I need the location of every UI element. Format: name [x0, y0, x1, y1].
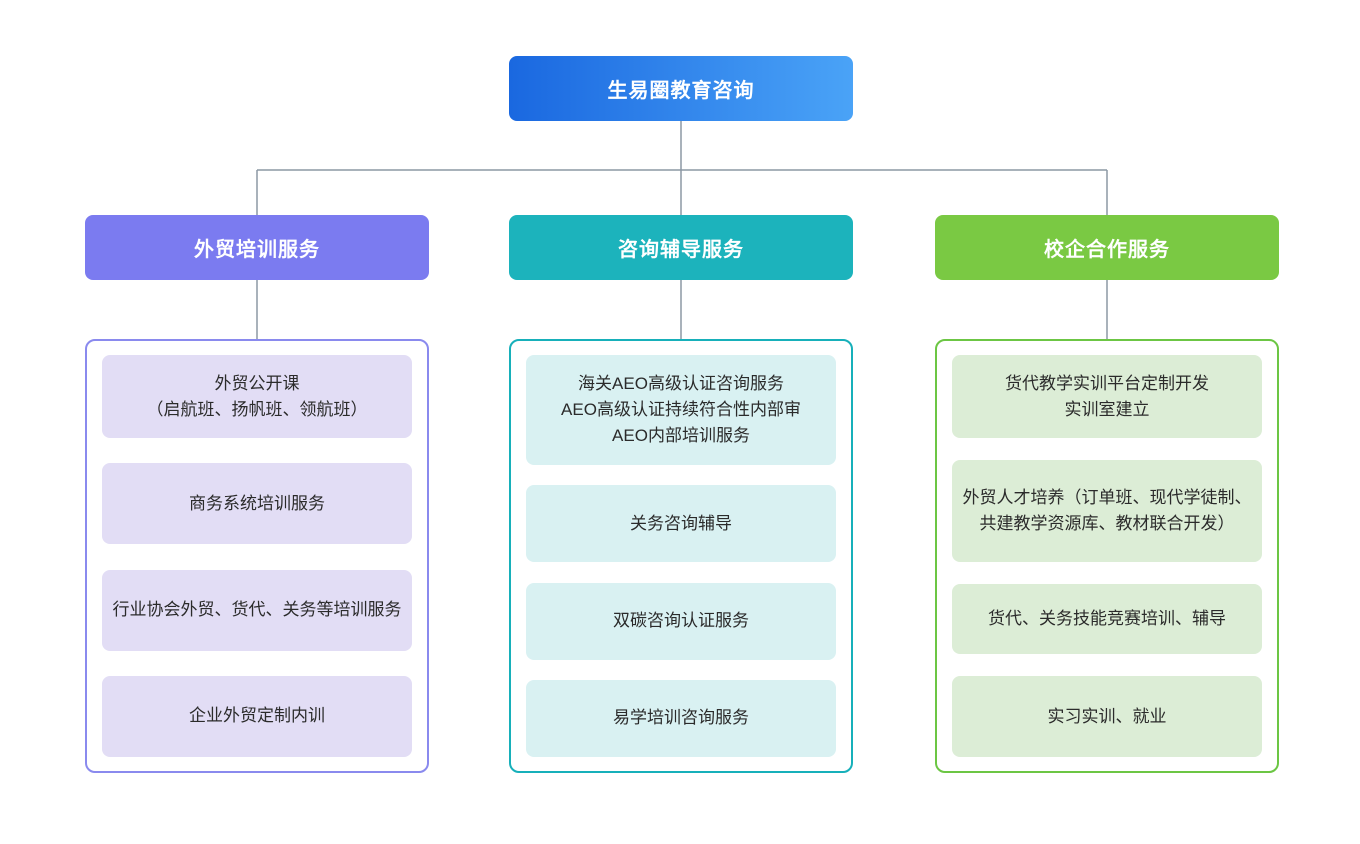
root-node-label: 生易圈教育咨询 — [607, 80, 755, 102]
branch-header-2[interactable]: 校企合作服务 — [935, 215, 1279, 280]
branch-header-label-2: 校企合作服务 — [1044, 239, 1170, 261]
leaf-item[interactable]: 外贸人才培养（订单班、现代学徒制、共建教学资源库、教材联合开发） — [952, 460, 1262, 562]
leaf-item[interactable]: 实习实训、就业 — [952, 676, 1262, 757]
leaf-item[interactable]: 海关AEO高级认证咨询服务 AEO高级认证持续符合性内部审 AEO内部培训服务 — [526, 355, 836, 465]
branch-panel-0: 外贸公开课 （启航班、扬帆班、领航班） 商务系统培训服务 行业协会外贸、货代、关… — [85, 339, 429, 773]
leaf-item[interactable]: 易学培训咨询服务 — [526, 679, 836, 757]
leaf-item[interactable]: 关务咨询辅导 — [526, 485, 836, 563]
root-node[interactable]: 生易圈教育咨询 — [509, 56, 853, 121]
leaf-item[interactable]: 货代、关务技能竞赛培训、辅导 — [952, 584, 1262, 654]
branch-column-foreign-trade-training: 外贸培训服务 外贸公开课 （启航班、扬帆班、领航班） 商务系统培训服务 行业协会… — [85, 215, 429, 773]
leaf-item[interactable]: 货代教学实训平台定制开发 实训室建立 — [952, 355, 1262, 438]
branch-header-0[interactable]: 外贸培训服务 — [85, 215, 429, 280]
branch-column-school-enterprise: 校企合作服务 货代教学实训平台定制开发 实训室建立 外贸人才培养（订单班、现代学… — [935, 215, 1279, 773]
leaf-item[interactable]: 外贸公开课 （启航班、扬帆班、领航班） — [102, 355, 412, 438]
leaf-item[interactable]: 行业协会外贸、货代、关务等培训服务 — [102, 569, 412, 651]
branch-column-consulting-tutoring: 咨询辅导服务 海关AEO高级认证咨询服务 AEO高级认证持续符合性内部审 AEO… — [509, 215, 853, 773]
branch-panel-2: 货代教学实训平台定制开发 实训室建立 外贸人才培养（订单班、现代学徒制、共建教学… — [935, 339, 1279, 773]
branch-panel-1: 海关AEO高级认证咨询服务 AEO高级认证持续符合性内部审 AEO内部培训服务 … — [509, 339, 853, 773]
branch-header-label-1: 咨询辅导服务 — [618, 239, 744, 261]
leaf-item[interactable]: 企业外贸定制内训 — [102, 675, 412, 757]
leaf-item[interactable]: 双碳咨询认证服务 — [526, 582, 836, 660]
branch-header-1[interactable]: 咨询辅导服务 — [509, 215, 853, 280]
branch-header-label-0: 外贸培训服务 — [194, 239, 320, 261]
leaf-item[interactable]: 商务系统培训服务 — [102, 463, 412, 545]
